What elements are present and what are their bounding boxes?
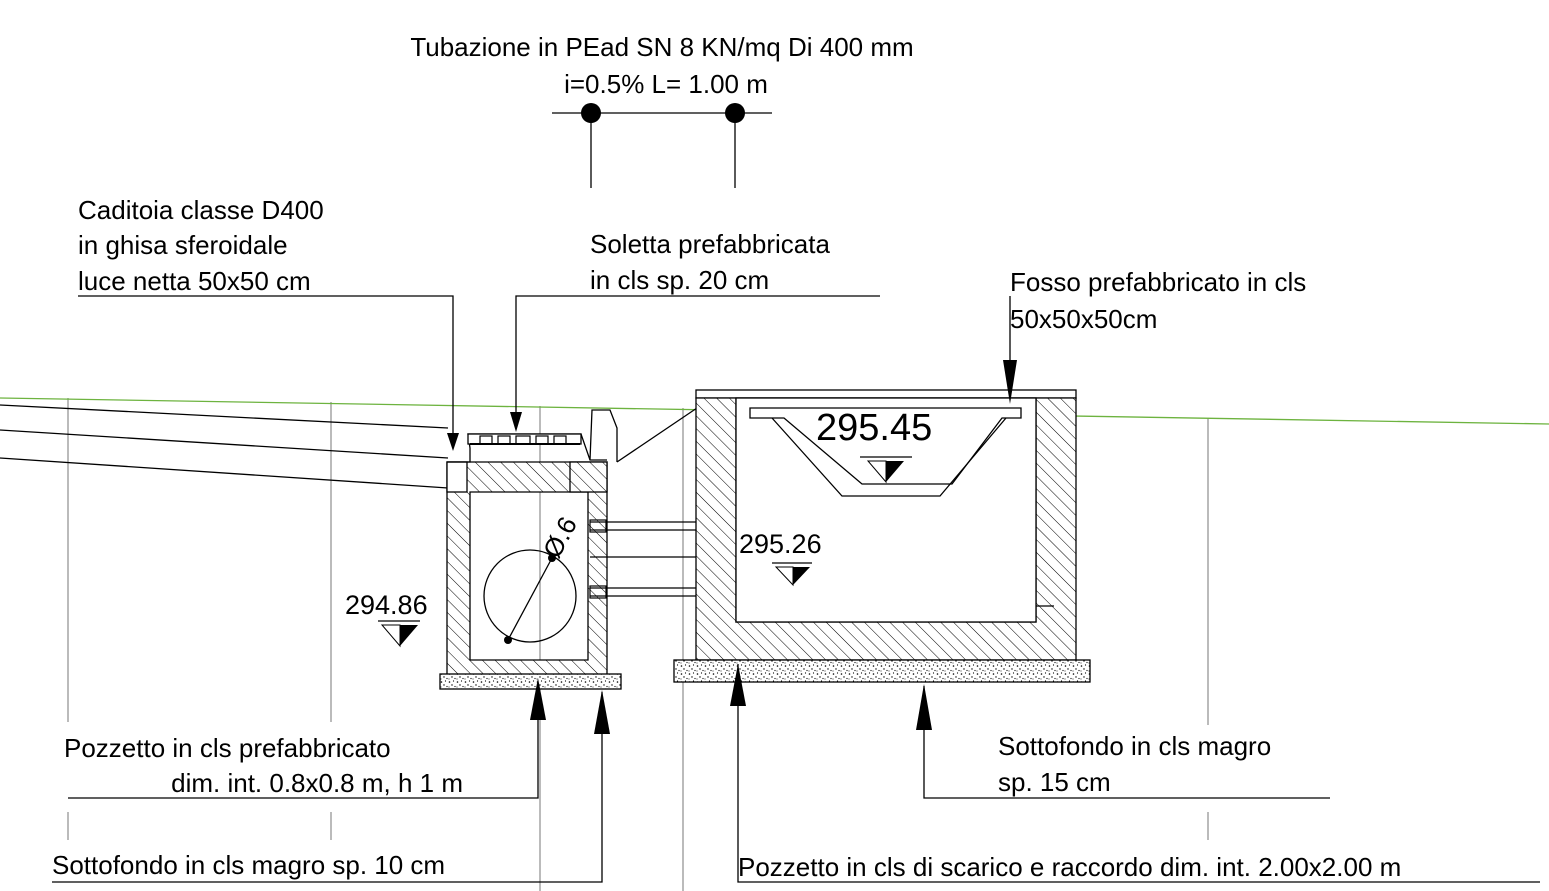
base-large-label-line1: Sottofondo in cls magro xyxy=(998,731,1271,761)
pipe-label-line2: i=0.5% L= 1.00 m xyxy=(564,69,768,99)
diameter-label: Ø.6 xyxy=(537,512,583,563)
outlet-chamber-label: Pozzetto in cls di scarico e raccordo di… xyxy=(738,852,1401,882)
dimension-node xyxy=(725,103,745,123)
road-layers xyxy=(0,404,449,489)
ditch-label-line2: 50x50x50cm xyxy=(1010,304,1157,334)
elevation-ditch: 295.45 xyxy=(816,407,932,449)
ditch-section xyxy=(749,407,1022,485)
leader-lines xyxy=(52,295,1540,883)
grate-label-line1: Caditoia classe D400 xyxy=(78,195,324,225)
grate xyxy=(470,435,580,445)
grate-label-line2: in ghisa sferoidale xyxy=(78,230,288,260)
base-small-label: Sottofondo in cls magro sp. 10 cm xyxy=(52,850,445,880)
elevation-marker-ditch xyxy=(860,456,912,484)
grate-label-line3: luce netta 50x50 cm xyxy=(78,266,311,296)
ditch-label-line1: Fosso prefabbricato in cls xyxy=(1010,267,1306,297)
slab-label-line1: Soletta prefabbricata xyxy=(590,229,830,259)
base-small xyxy=(439,673,622,690)
dimension-node xyxy=(581,103,601,123)
slab-label-line2: in cls sp. 20 cm xyxy=(590,265,769,295)
pipe-dimension xyxy=(552,103,772,188)
manhole-label-line1: Pozzetto in cls prefabbricato xyxy=(64,733,391,763)
base-large xyxy=(673,659,1091,683)
elevation-marker-manhole xyxy=(378,620,420,648)
elevation-pipe-invert: 295.26 xyxy=(739,529,822,559)
elevation-markers xyxy=(378,456,912,648)
pipe-label-line1: Tubazione in PEad SN 8 KN/mq Di 400 mm xyxy=(410,32,913,62)
elevation-manhole-bottom: 294.86 xyxy=(345,590,428,620)
outlet-chamber xyxy=(673,389,1091,683)
manhole-label-line2: dim. int. 0.8x0.8 m, h 1 m xyxy=(171,768,463,798)
base-large-label-line2: sp. 15 cm xyxy=(998,767,1111,797)
pipe-section xyxy=(483,549,577,643)
small-manhole xyxy=(439,409,622,690)
elevation-marker-pipe xyxy=(772,562,812,587)
